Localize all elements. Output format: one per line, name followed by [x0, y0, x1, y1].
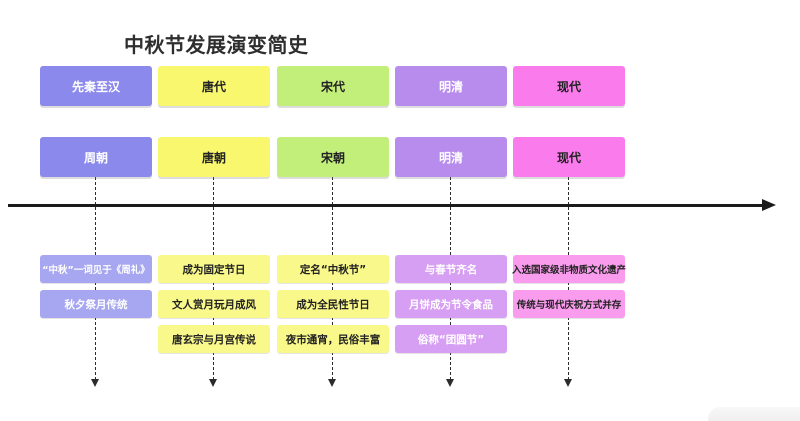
period-box-xianqin: 先秦至汉 — [40, 66, 152, 106]
detail-box: 唐玄宗与月宫传说 — [158, 325, 270, 353]
arrow-down-icon — [446, 379, 454, 387]
detail-box: “中秋”一词见于《周礼》 — [40, 255, 152, 283]
period-box-xiandai: 现代 — [513, 66, 625, 106]
era-box-zhouchao: 周朝 — [40, 137, 152, 177]
arrow-right-icon — [762, 199, 776, 211]
detail-box: 夜市通宵，民俗丰富 — [277, 325, 389, 353]
page-title: 中秋节发展演变简史 — [124, 33, 309, 57]
period-box-songdai: 宋代 — [277, 66, 389, 106]
detail-box: 成为全民性节日 — [277, 290, 389, 318]
arrow-down-icon — [328, 379, 336, 387]
detail-box: 文人赏月玩月成风 — [158, 290, 270, 318]
detail-box: 入选国家级非物质文化遗产 — [512, 255, 626, 283]
detail-box: 传统与现代庆祝方式并存 — [513, 290, 625, 318]
era-box-xiandai: 现代 — [513, 137, 625, 177]
detail-box: 定名“中秋节” — [277, 255, 389, 283]
detail-box: 成为固定节日 — [158, 255, 270, 283]
arrow-down-icon — [91, 379, 99, 387]
arrow-down-icon — [564, 379, 572, 387]
detail-box: 与春节齐名 — [395, 255, 507, 283]
detail-box: 月饼成为节令食品 — [395, 290, 507, 318]
period-box-tangdai: 唐代 — [158, 66, 270, 106]
era-box-mingqing: 明清 — [395, 137, 507, 177]
watermark-shape — [708, 407, 800, 421]
era-box-tangchao: 唐朝 — [158, 137, 270, 177]
detail-box: 俗称“团圆节” — [395, 325, 507, 353]
era-box-songchao: 宋朝 — [277, 137, 389, 177]
timeline-axis — [8, 204, 764, 207]
arrow-down-icon — [209, 379, 217, 387]
period-box-mingqing: 明清 — [395, 66, 507, 106]
detail-box: 秋夕祭月传统 — [40, 290, 152, 318]
